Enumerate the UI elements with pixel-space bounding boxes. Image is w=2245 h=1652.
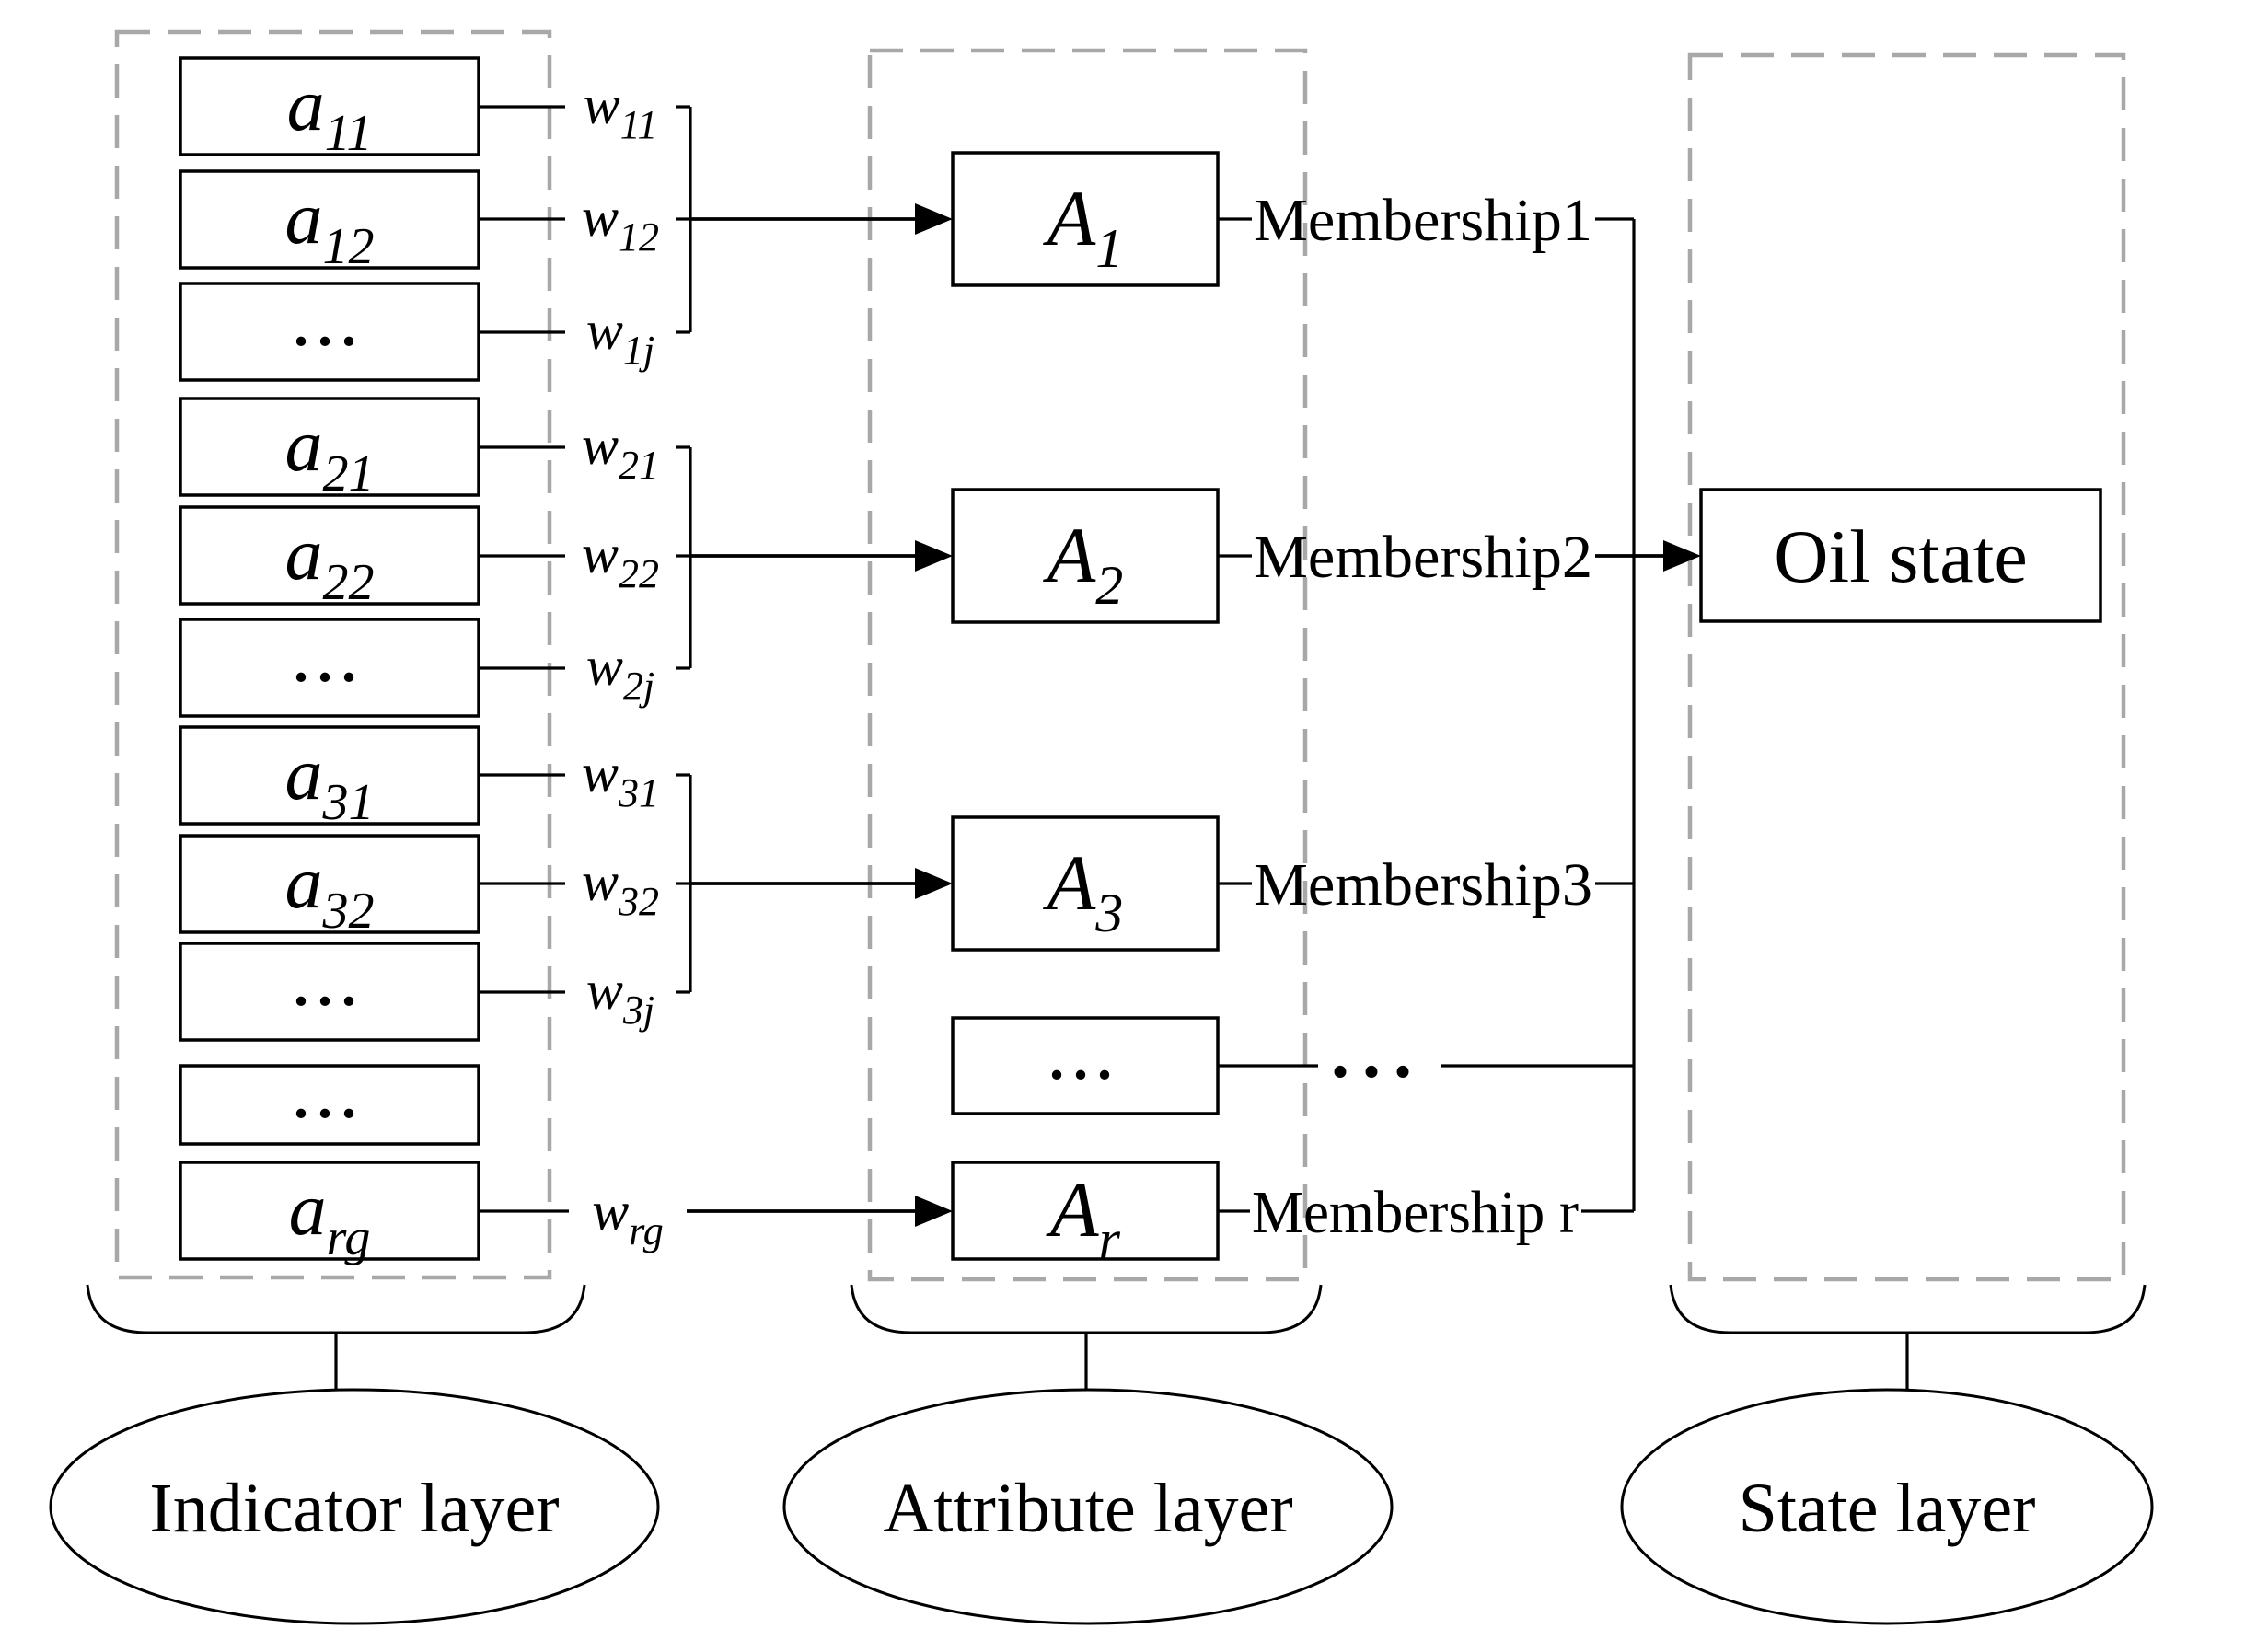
indicator-box-dots-4 [179,1064,480,1146]
indicator-label-dots-3: ... [294,953,365,1018]
indicator-label-dots-1: ... [294,293,365,358]
indicator-label-a12: a12 [285,176,375,275]
indicator-label-a31: a31 [285,732,375,831]
attribute-label-dots: ... [1049,1026,1121,1092]
membership3-label: Membership3 [1254,851,1592,918]
attribute-box-A3 [951,815,1220,952]
indicator-label-a11: a11 [287,63,373,162]
indicator-layer-label: Indicator layer [149,1470,559,1547]
weight-label-w32: w32 [582,851,659,924]
attribute-layer-frame [867,48,1308,1282]
state-layer-ellipse [1620,1388,2154,1625]
indicator-box-dots-2 [179,618,480,718]
attribute-box-Ar [951,1161,1220,1261]
indicator-box-arg [179,1161,480,1261]
indicator-box-a22 [179,505,480,606]
indicator-brace [86,1284,586,1334]
weight-label-w2j: w2j [586,636,654,709]
attribute-box-A2 [951,488,1220,624]
weight-label-w31: w31 [582,743,659,815]
arrowhead-into-A3 [915,868,953,899]
indicator-label-dots-4: ... [294,1065,365,1130]
weight-label-w22: w22 [582,524,659,596]
indicator-box-a31 [179,725,480,826]
arrowhead-into-A1 [915,203,953,235]
indicator-box-a32 [179,834,480,934]
state-layer-frame [1687,52,2126,1282]
indicator-label-a22: a22 [285,512,375,611]
indicator-label-a32: a32 [285,840,375,940]
weight-label-w21: w21 [582,415,659,488]
attribute-label-A3: A3 [1043,838,1124,943]
attribute-label-A2: A2 [1043,511,1124,616]
indicator-label-dots-2: ... [294,629,365,694]
indicator-label-a21: a21 [285,403,375,503]
oil-state-label: Oil state [1774,514,2028,598]
indicator-layer-ellipse [49,1388,660,1625]
weight-label-w12: w12 [582,187,659,260]
indicator-box-dots-3 [179,942,480,1042]
arrowhead-into-A2 [915,540,953,572]
membership2-label: Membership2 [1254,524,1592,591]
membership1-label: Membership1 [1254,187,1592,254]
attribute-box-A1 [951,151,1220,287]
attribute-label-A1: A1 [1043,174,1124,279]
weight-label-wrg: wrg [592,1181,664,1253]
indicator-layer-frame [114,29,552,1280]
oil-state-box [1699,488,2102,623]
membershipr-label: Membership r [1252,1179,1579,1246]
attribute-layer-label: Attribute layer [883,1470,1292,1547]
weight-label-w1j: w1j [586,300,654,373]
arrowhead-into-oilstate [1663,540,1701,572]
membership-dots-label: ... [1331,1012,1425,1093]
attribute-brace [850,1284,1323,1334]
attribute-label-Ar: Ar [1046,1165,1121,1270]
attribute-layer-ellipse [782,1388,1394,1625]
weight-label-w3j: w3j [586,960,654,1033]
state-layer-label: State layer [1739,1470,2036,1547]
arrowhead-into-Ar [915,1196,953,1227]
indicator-box-a12 [179,169,480,270]
state-brace [1669,1284,2147,1334]
indicator-label-arg: arg [289,1167,371,1266]
weight-label-w11: w11 [584,75,658,147]
